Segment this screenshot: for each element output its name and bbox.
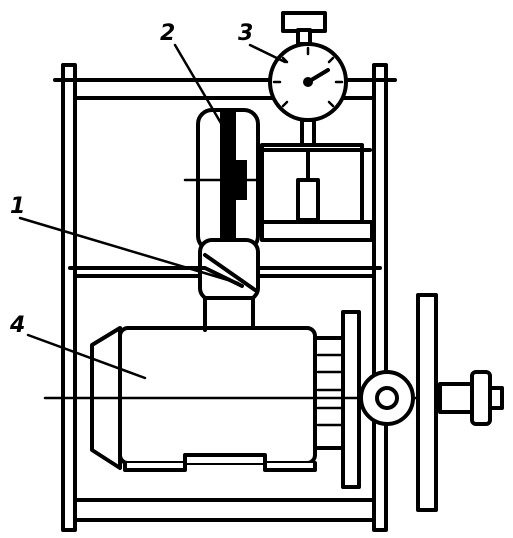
motor-body (118, 326, 317, 465)
callout-2: 2 (160, 21, 175, 46)
callout-1: 1 (10, 194, 25, 219)
handwheel-disc (416, 293, 438, 512)
shaft-nut (470, 370, 492, 426)
callout-3: 3 (238, 21, 253, 46)
leader-4 (26, 333, 147, 380)
leader-lines (18, 43, 287, 380)
motor-flange (313, 336, 345, 450)
gear-stem (203, 296, 255, 332)
motor (43, 310, 470, 489)
shaft-tip (488, 386, 504, 410)
gauge-neck (296, 28, 312, 46)
gear-cut (203, 253, 257, 292)
gauge-bracket (260, 143, 374, 242)
bearing-inner (375, 386, 399, 410)
right-post (372, 63, 388, 532)
motor-feet (123, 453, 317, 472)
left-post (61, 63, 77, 532)
motor-plate (341, 310, 361, 489)
leader-2 (173, 43, 227, 132)
leader-1 (18, 216, 240, 285)
bracket-pin (296, 178, 320, 222)
handwheel (359, 293, 504, 512)
gauge-needle (306, 68, 330, 84)
bracket-base (260, 220, 374, 242)
motor-cooling-fins (316, 353, 344, 427)
callout-4: 4 (9, 313, 25, 338)
gear-assembly (183, 108, 287, 332)
shaft-collar (438, 382, 474, 414)
gauge-ticks (272, 46, 344, 108)
leader-3 (248, 43, 287, 64)
dial-gauge (268, 11, 348, 152)
